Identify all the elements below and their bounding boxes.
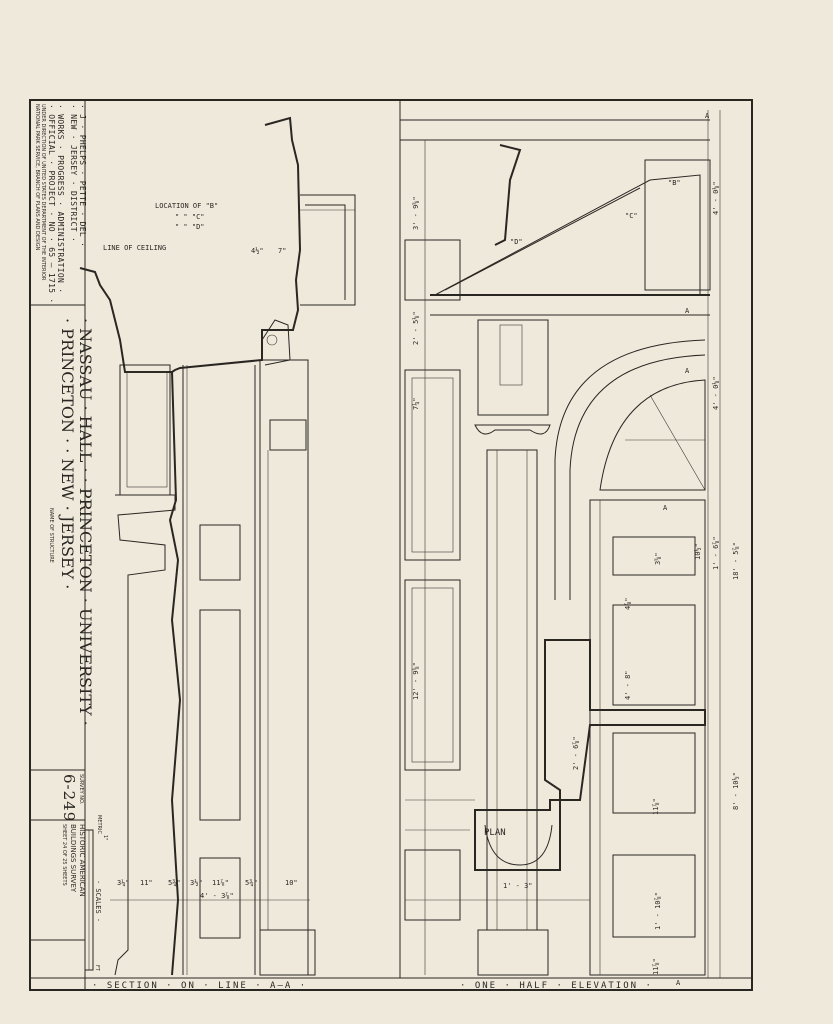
elevation-dim: 18' - 5⅞" bbox=[732, 542, 740, 580]
line-of-ceiling-label: LINE OF CEILING bbox=[103, 244, 166, 252]
survey-name-2: BUILDINGS SURVEY bbox=[69, 824, 77, 893]
section-dim: 3¼" bbox=[117, 879, 130, 887]
elevation-dim: 11⅞" bbox=[652, 958, 660, 975]
survey-no-label: SURVEY NO. bbox=[78, 774, 84, 805]
structure-name-line-2: · PRINCETON · · NEW · JERSEY · bbox=[58, 318, 77, 589]
elevation-dim: 1' - 3" bbox=[503, 882, 533, 890]
callout-b: "B" bbox=[668, 179, 681, 187]
elevation-dim: 1' - 10⅞" bbox=[654, 892, 662, 930]
location-b-label: LOCATION OF "B" bbox=[155, 202, 218, 210]
elevation-dim: 4' - 8" bbox=[624, 670, 632, 700]
elevation-dim: 3' - 9⅝" bbox=[412, 196, 420, 230]
location-c-label: " " "C" bbox=[175, 213, 205, 221]
section-caption: · SECTION · ON · LINE · A—A · bbox=[92, 981, 307, 991]
elevation-caption: · ONE · HALF · ELEVATION · bbox=[460, 981, 653, 991]
elevation-dim: 4' - 0⅛" bbox=[711, 376, 720, 410]
direction-text-1: UNDER DIRECTION OF UNITED STATES DEPARTM… bbox=[40, 104, 46, 281]
structure-name-line-1: · NASSAU · HALL · · PRINCETON · UNIVERSI… bbox=[76, 318, 95, 726]
title-block: · J · PHELPS · PETTE · DEL · · NEW · JER… bbox=[30, 104, 95, 941]
section-dim: 5¾" bbox=[168, 879, 181, 887]
plan-label: PLAN bbox=[484, 828, 506, 838]
section-drawing: LOCATION OF "B" " " "C" " " "D" LINE OF … bbox=[79, 116, 356, 976]
elevation-drawing: PLAN "B" "C" "D" A A A A A 3' - 9⅝" 2' -… bbox=[400, 110, 740, 987]
section-dim: 10" bbox=[285, 879, 298, 887]
callout-c: "C" bbox=[625, 212, 638, 220]
direction-text-2: NATIONAL PARK SERVICE, BRANCH OF PLANS A… bbox=[34, 104, 40, 251]
section-line-marker: A bbox=[705, 112, 710, 120]
delineator-text: · J · PHELPS · PETTE · DEL · bbox=[78, 104, 87, 247]
elevation-dim: 8' - 10½" bbox=[732, 772, 740, 810]
survey-number: 6-249 bbox=[60, 774, 78, 822]
section-dim: 4½" bbox=[251, 247, 264, 255]
inch-label: 1" bbox=[102, 835, 108, 840]
section-dim: 11⅞" bbox=[212, 879, 229, 887]
elevation-dim: 11⅞" bbox=[652, 798, 660, 815]
project-text: · OFFICIAL · PROJECT · NO · 65 — 1715 · bbox=[47, 104, 56, 304]
elevation-dim: 2' - 5⅛" bbox=[411, 311, 420, 345]
section-line-marker: A bbox=[676, 979, 681, 987]
sheet-border bbox=[29, 99, 753, 991]
elevation-dim: 4' - 0⅛" bbox=[711, 181, 720, 215]
elevation-dim: 4⅞" bbox=[624, 597, 632, 610]
vertical-dimensions: 3' - 9⅝" 2' - 5⅛" 7¼" 12' - 9⅝" 4' - 0⅛"… bbox=[411, 181, 740, 975]
section-dim: 11" bbox=[140, 879, 153, 887]
name-of-structure-label: NAME OF STRUCTURE bbox=[48, 508, 54, 563]
section-line-marker: A bbox=[685, 307, 690, 315]
location-d-label: " " "D" bbox=[175, 223, 205, 231]
scales-label: · SCALES · bbox=[94, 880, 102, 922]
wpa-text: · WORKS · PROGRESS · ADMINISTRATION · bbox=[56, 104, 65, 293]
callout-d: "D" bbox=[510, 238, 523, 246]
sheet-number: SHEET 24 OF 25 SHEETS bbox=[61, 824, 67, 886]
section-dim: 3½" bbox=[190, 879, 203, 887]
elevation-dim: 2' - 6⅞" bbox=[572, 736, 580, 770]
elevation-dim: 10½" bbox=[694, 543, 702, 560]
section-line-marker: A bbox=[663, 504, 668, 512]
section-dim: 5¾" bbox=[245, 879, 258, 887]
section-dim: 4' - 3⅞" bbox=[200, 892, 234, 900]
metric-label: METRIC bbox=[96, 815, 102, 834]
section-line-marker: A bbox=[685, 367, 690, 375]
elevation-dim: 3⅝" bbox=[654, 552, 662, 565]
survey-name-1: HISTORIC AMERICAN bbox=[78, 824, 86, 897]
elevation-dim: 1' - 6⅞" bbox=[712, 536, 720, 570]
elevation-dim: 7¼" bbox=[412, 397, 420, 410]
district-text: · NEW · JERSEY · DISTRICT · bbox=[69, 104, 78, 242]
scale-bar: METRIC 1" · SCALES · FT bbox=[84, 815, 108, 972]
section-dim: 7" bbox=[278, 247, 286, 255]
ft-label: FT bbox=[94, 965, 100, 972]
elevation-dim: 12' - 9⅝" bbox=[412, 662, 420, 700]
